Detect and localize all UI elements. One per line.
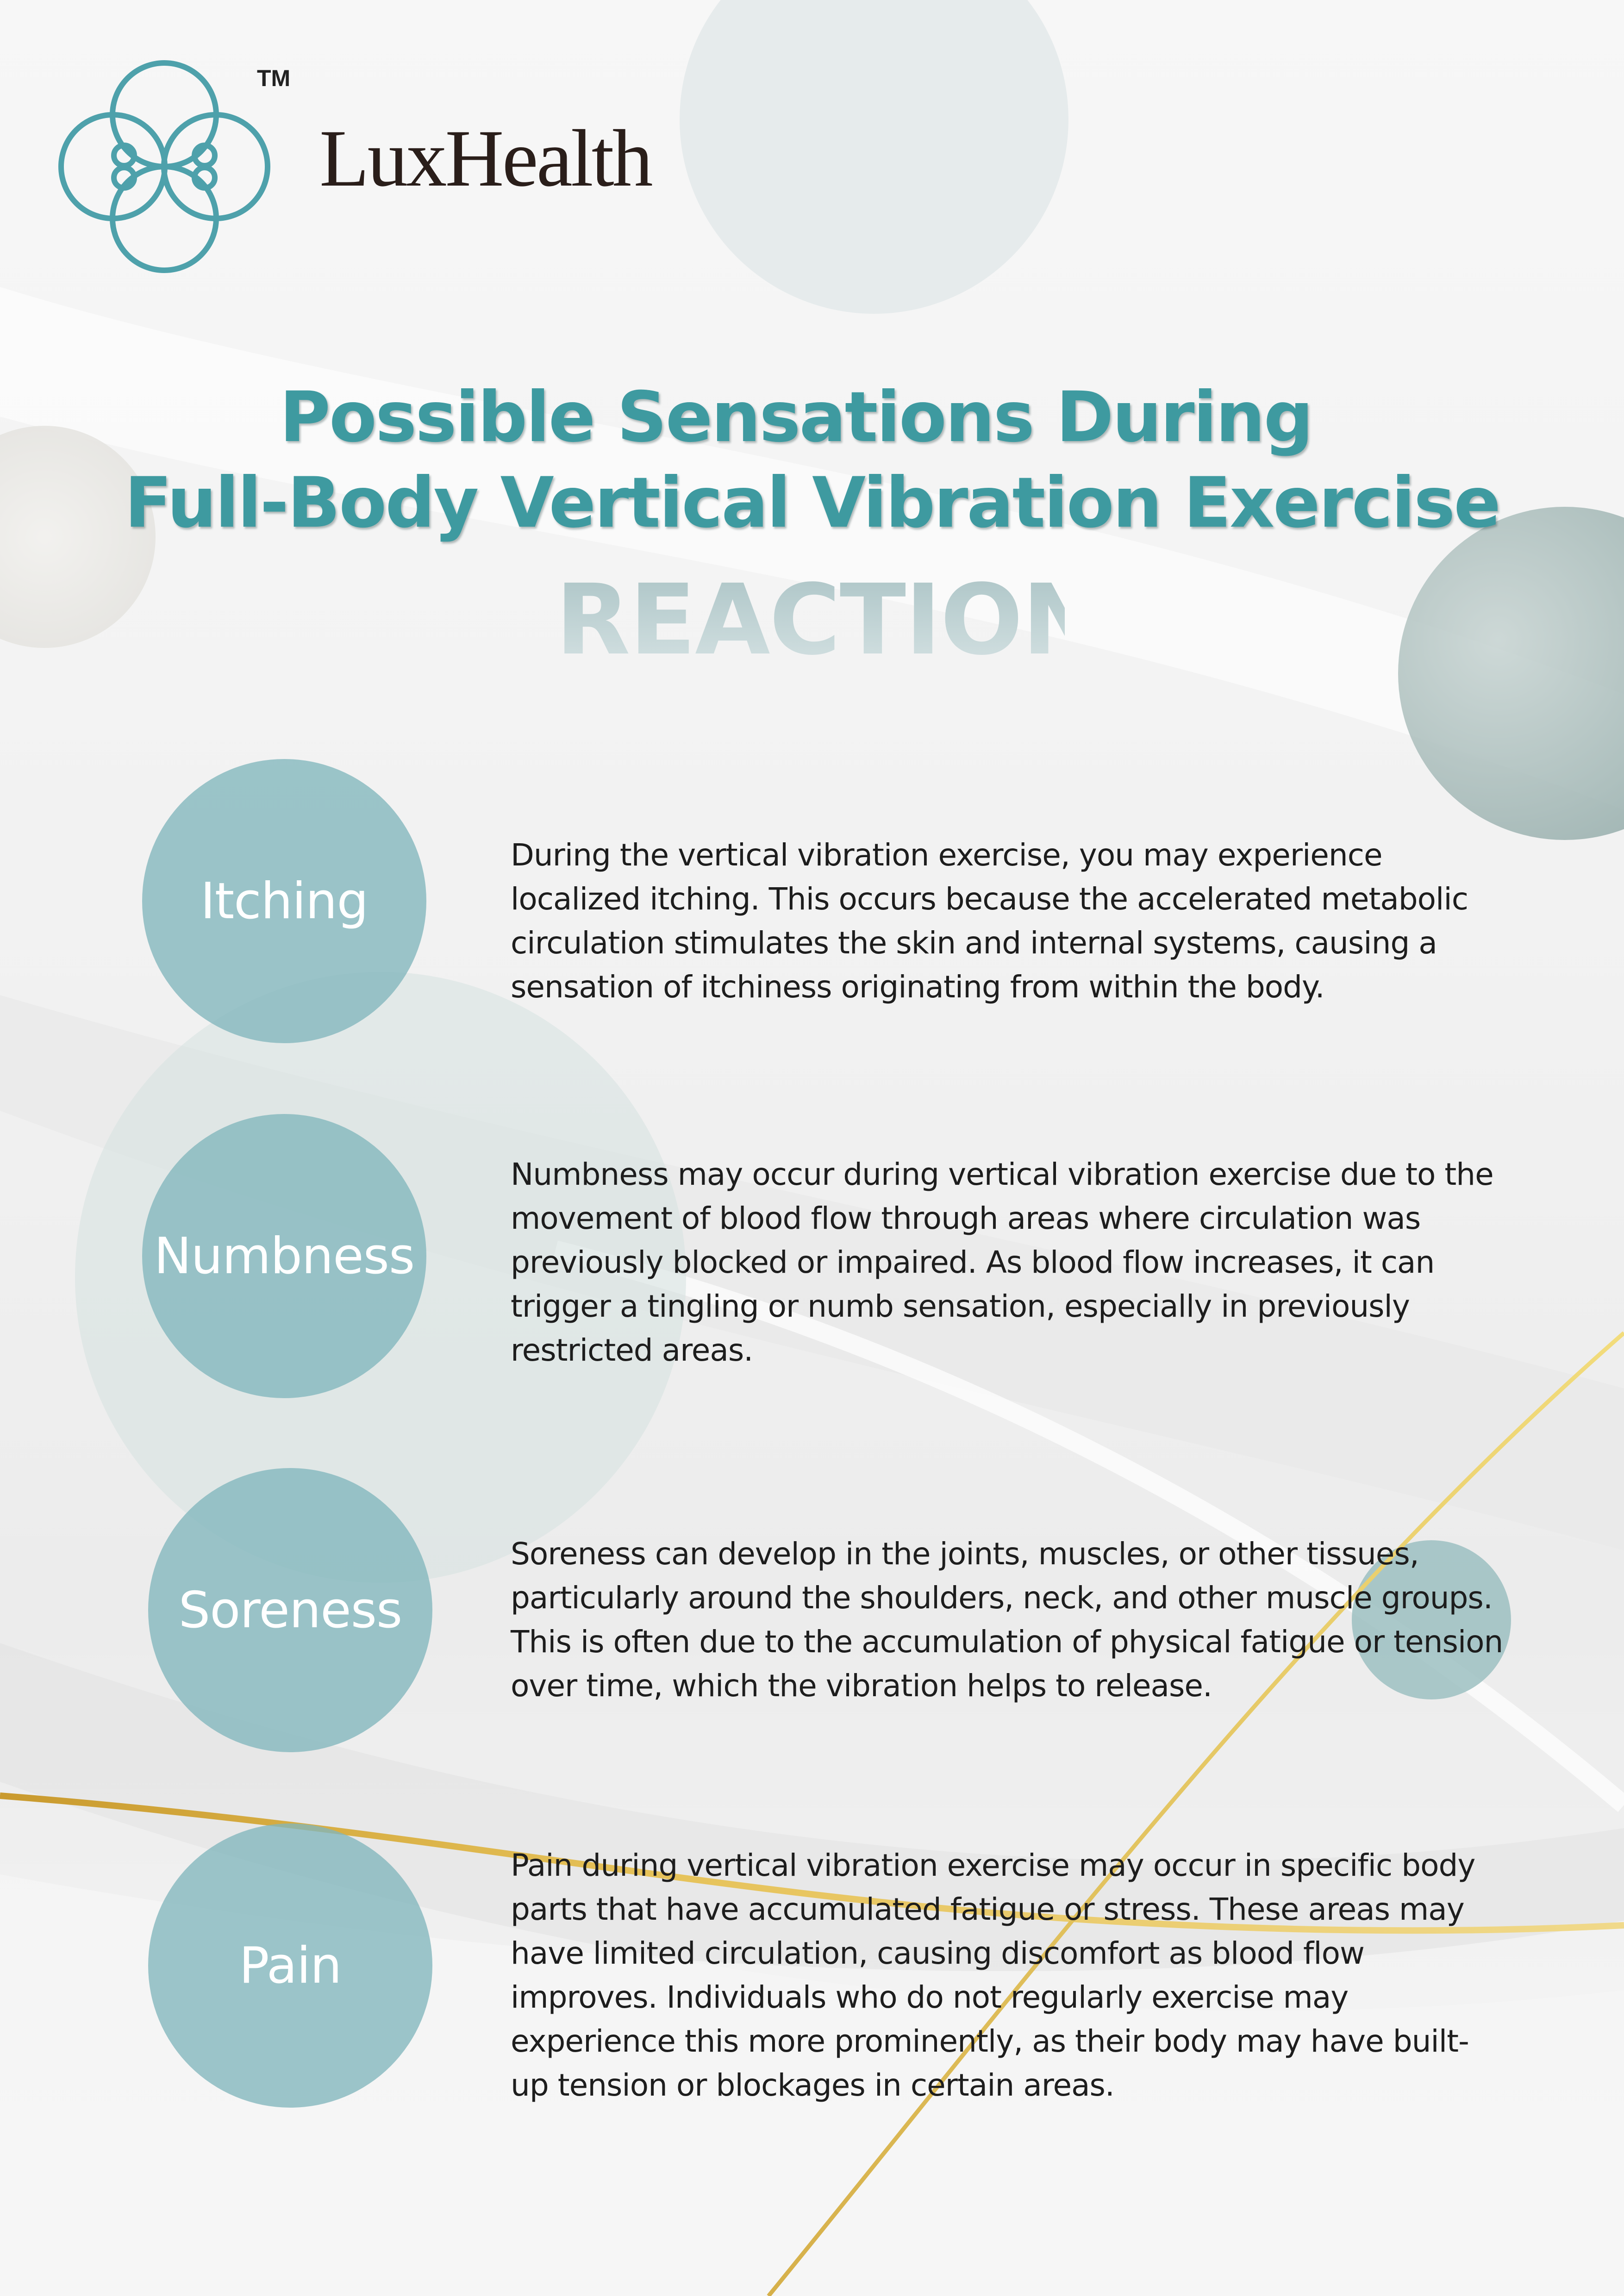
soreness-circle: Soreness xyxy=(148,1468,432,1752)
itching-description: During the vertical vibration exercise, … xyxy=(511,837,1468,1005)
title-line-2: Full-Body Vertical Vibration Exercise xyxy=(124,463,1501,543)
itching-circle: Itching xyxy=(142,759,426,1043)
pain-label: Pain xyxy=(239,1936,342,1995)
trademark-symbol: TM xyxy=(257,65,291,91)
pain-description: Pain during vertical vibration exercise … xyxy=(511,1848,1475,2103)
interlocking-rings-logo-icon xyxy=(58,60,270,273)
brand-name: LuxHealth xyxy=(319,113,653,204)
page-title: Possible Sensations During Full-Body Ver… xyxy=(0,375,1624,546)
numbness-label: Numbness xyxy=(154,1227,415,1285)
soreness-label: Soreness xyxy=(178,1581,403,1639)
numbness-description: Numbness may occur during vertical vibra… xyxy=(511,1157,1494,1368)
numbness-circle: Numbness xyxy=(142,1114,426,1398)
title-line-1: Possible Sensations During xyxy=(279,377,1313,458)
itching-label: Itching xyxy=(200,872,369,930)
section-subtitle: REACTION xyxy=(556,560,1103,680)
pain-circle: Pain xyxy=(148,1823,432,2108)
soreness-description: Soreness can develop in the joints, musc… xyxy=(511,1536,1503,1704)
